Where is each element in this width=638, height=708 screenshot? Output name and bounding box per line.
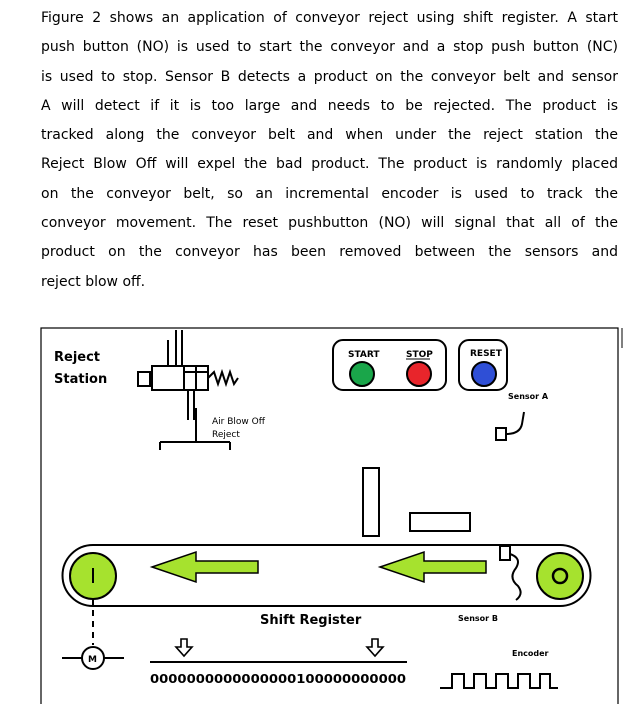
paragraph-line: A will detect if it is too large and nee… [41, 97, 618, 114]
encoder-label: Encoder [512, 649, 549, 658]
direction-arrow-icon [377, 550, 487, 584]
arrow-down-icon [174, 638, 194, 658]
shift-register-label: Shift Register [260, 613, 362, 628]
arrow-down-icon [365, 638, 385, 658]
conveyor-belt [61, 544, 592, 607]
reset-label: RESET [470, 349, 503, 359]
figure-frame [40, 327, 619, 708]
paragraph-line: push button (NO) is used to start the co… [41, 39, 618, 56]
paragraph-line: Reject Blow Off will expel the bad produ… [41, 156, 618, 173]
conveyor-figure: Reject Station Air Blow Off Reject START… [0, 300, 638, 708]
product-large [362, 467, 380, 537]
paragraph-line: reject blow off. [41, 273, 146, 290]
reset-button[interactable] [471, 361, 497, 387]
air-blow-off-label: Air Blow Off [212, 417, 266, 427]
start-button[interactable] [349, 361, 375, 387]
control-panel [332, 339, 447, 391]
encoder-pulse-icon [440, 673, 558, 689]
description-paragraph: Figure 2 shows an application of conveyo… [41, 4, 618, 297]
air-blow-off-label: Reject [212, 430, 240, 440]
sensor-a-label: Sensor A [508, 392, 549, 401]
direction-arrow-icon [149, 550, 259, 584]
product-small [409, 512, 471, 532]
paragraph-line: product on the conveyor has been removed… [41, 244, 618, 261]
reject-station-label: Station [54, 372, 107, 387]
paragraph-line: on the conveyor belt, so an incremental … [41, 185, 618, 202]
paragraph-line: conveyor movement. The reset pushbutton … [41, 215, 618, 232]
motor-label: M [88, 655, 97, 665]
motor-icon: M [62, 646, 124, 670]
stop-button[interactable] [406, 361, 432, 387]
reject-station-label: Reject [54, 350, 100, 365]
shift-register-bits: 0000000000000000100000000000 [150, 671, 406, 686]
stop-label: STOP [406, 350, 433, 360]
sensor-b-label: Sensor B [458, 614, 498, 623]
sensor-b-icon [499, 545, 522, 601]
solenoid-valve-icon [137, 330, 239, 450]
paragraph-line: Figure 2 shows an application of conveyo… [41, 10, 618, 26]
conveyor-diagram: Reject Station Air Blow Off Reject START… [40, 327, 623, 708]
paragraph-line: is used to stop. Sensor B detects a prod… [41, 68, 618, 85]
start-label: START [348, 350, 380, 360]
paragraph-line: tracked along the conveyor belt and when… [41, 127, 618, 144]
encoder-roller [536, 552, 584, 600]
sensor-a-icon [495, 411, 525, 441]
reset-panel [458, 339, 508, 391]
